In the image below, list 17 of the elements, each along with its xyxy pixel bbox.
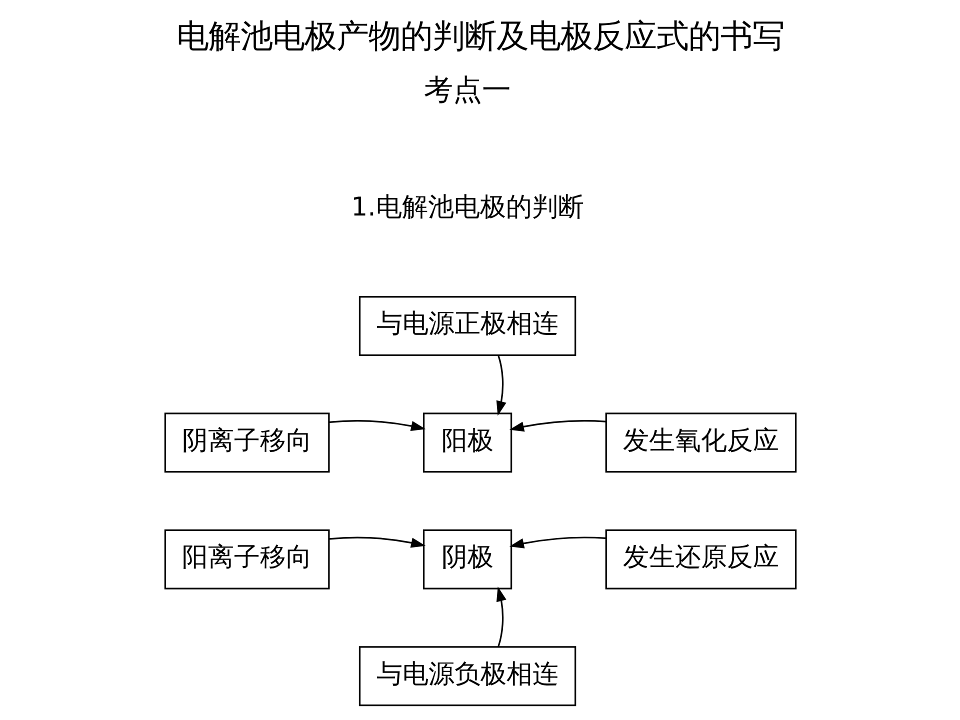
- arrow: [508, 420, 606, 432]
- node-box: 与电源负极相连: [358, 646, 576, 706]
- node-box: 阳极: [422, 412, 512, 473]
- node-box: 发生氧化反应: [604, 412, 796, 473]
- diagram-title: 电解池电极产物的判断及电极反应式的书写: [176, 17, 784, 56]
- arrow: [328, 420, 426, 432]
- label: 1.电解池电极的判断: [350, 192, 584, 222]
- node-box: 阴离子移向: [164, 412, 330, 473]
- node-box: 阳离子移向: [164, 529, 330, 590]
- node-box: 发生还原反应: [604, 529, 796, 590]
- node-box: 与电源正极相连: [358, 296, 576, 356]
- arrow: [496, 355, 506, 416]
- arrow: [496, 586, 506, 647]
- arrow: [328, 536, 426, 548]
- node-box: 阴极: [422, 529, 512, 590]
- label: 考点一: [424, 72, 511, 107]
- arrow: [508, 536, 606, 548]
